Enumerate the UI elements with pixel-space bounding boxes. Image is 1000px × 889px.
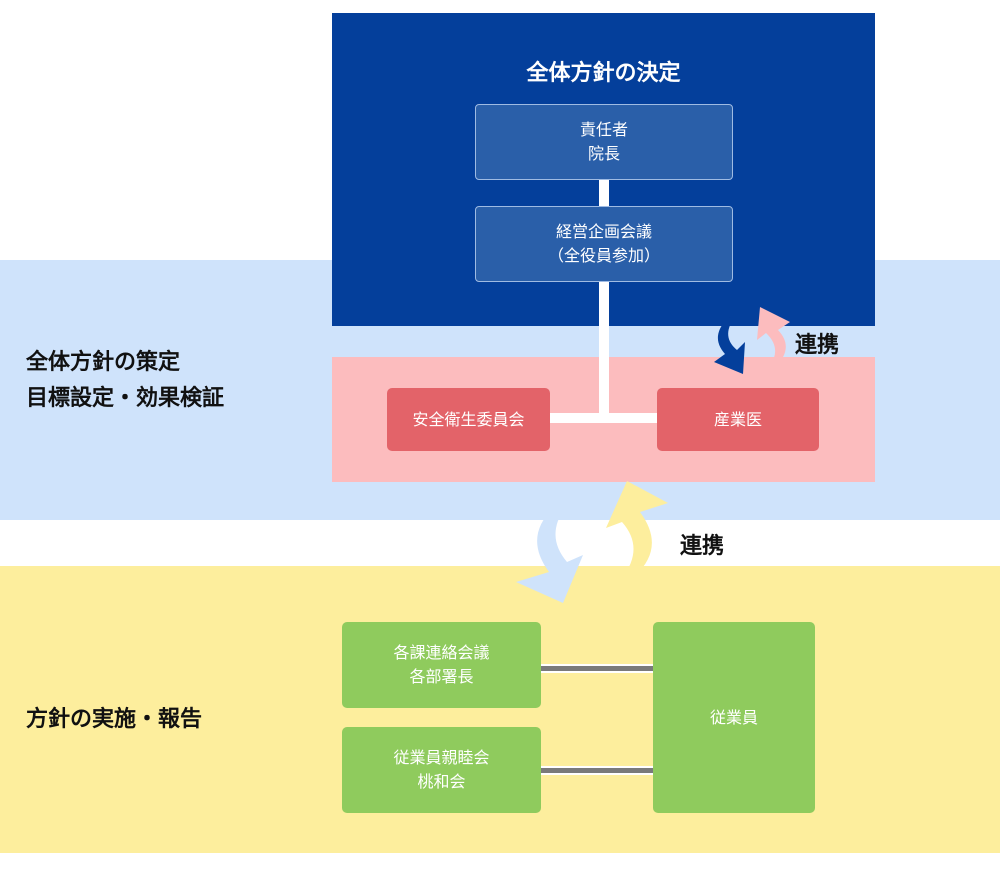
small-cycle-icon: [714, 307, 790, 374]
employee-club-name: 桃和会: [417, 772, 466, 791]
employees-label: 従業員: [709, 707, 758, 727]
responsible-name: 院長: [587, 144, 620, 163]
safety-committee-box: 安全衛生委員会: [387, 388, 550, 451]
strategy-label: 全体方針の策定 目標設定・効果検証: [26, 345, 224, 417]
implementation-label: 方針の実施・報告: [26, 702, 202, 738]
liaison-meeting-members: 各部署長: [409, 667, 474, 686]
strategy-label-line2: 目標設定・効果検証: [26, 386, 225, 411]
connector-meeting-committee: [599, 281, 609, 418]
employee-club-box: 従業員親睦会 桃和会: [342, 727, 541, 813]
occupational-doctor-label: 産業医: [713, 409, 762, 429]
planning-meeting-box: 経営企画会議 （全役員参加）: [475, 206, 733, 282]
connector-liaison-employees: [541, 664, 654, 673]
policy-decision-title: 全体方針の決定: [526, 61, 681, 86]
large-cooperation-label: 連携: [680, 534, 725, 559]
strategy-label-line1: 全体方針の策定: [26, 350, 181, 375]
responsible-box: 責任者 院長: [475, 104, 733, 180]
liaison-meeting-title: 各課連絡会議: [393, 643, 490, 662]
occupational-doctor-box: 産業医: [657, 388, 819, 451]
large-cycle-icon: [516, 481, 668, 603]
connector-committee-doctor: [549, 413, 658, 423]
connector-responsible-meeting: [599, 180, 609, 206]
small-cooperation-label: 連携: [795, 333, 840, 358]
liaison-meeting-box: 各課連絡会議 各部署長: [342, 622, 541, 708]
responsible-title: 責任者: [579, 120, 628, 139]
employee-club-title: 従業員親睦会: [393, 748, 490, 767]
implementation-label-text: 方針の実施・報告: [26, 707, 203, 732]
planning-meeting-note: （全役員参加）: [547, 246, 660, 265]
safety-committee-label: 安全衛生委員会: [412, 409, 525, 429]
planning-meeting-title: 経営企画会議: [555, 222, 652, 241]
connector-club-employees: [541, 766, 654, 775]
employees-box: 従業員: [653, 622, 815, 813]
